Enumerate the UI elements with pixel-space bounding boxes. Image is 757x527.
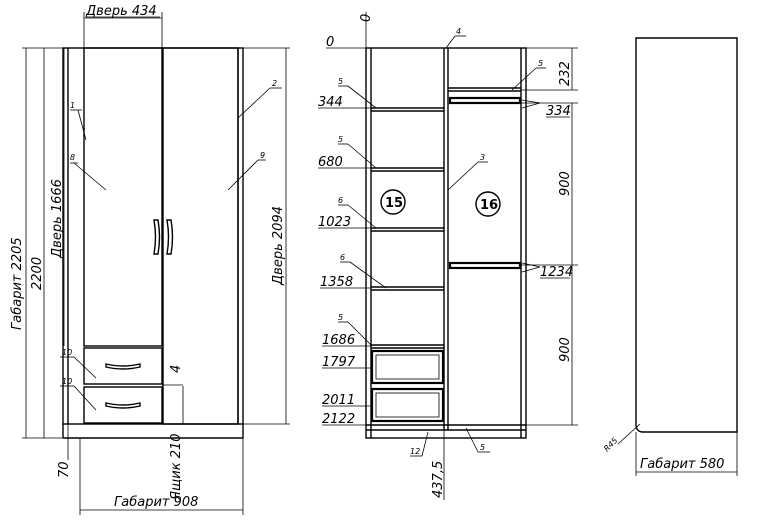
right-door [162,47,239,425]
level-1686: 1686 [322,333,355,348]
callout-10b: 10 [62,377,72,386]
callout-5b: 5 [538,59,543,68]
zero-left-label: 0 [326,35,334,50]
section-15-circle [380,189,406,215]
section-16-label: 16 [480,198,498,213]
callout-9: 9 [260,151,265,160]
drawer-lower [83,386,163,424]
overall-height-label: Габарит 2205 [10,237,25,330]
level-2011: 2011 [322,393,355,408]
plinth-label: 70 [57,461,72,478]
front-view: Дверь 434 Габарит 2205 2200 Дверь 1666 Д… [10,4,290,515]
level-680: 680 [318,155,343,170]
level-900-lower: 900 [558,337,573,362]
callout-1: 1 [70,101,75,110]
level-1234: 1234 [540,265,573,280]
drawer-lower-handle [105,402,141,409]
callout-5d: 5 [338,313,343,322]
door-width-label: Дверь 434 [85,4,157,19]
callout-3: 3 [480,153,485,162]
left-door [83,47,163,347]
rail-1234 [448,261,522,270]
callout-12: 12 [410,447,420,456]
section-16-circle [475,191,501,217]
height-2200-label: 2200 [30,257,45,290]
callout-4: 4 [456,27,461,36]
level-232: 232 [558,61,573,86]
depth-width-label: Габарит 580 [640,457,724,472]
depth-outline [635,37,738,433]
callout-8: 8 [70,153,75,162]
level-1797: 1797 [322,355,356,370]
left-levels: 344 680 1023 1358 1686 1797 2011 2122 [318,95,371,427]
callout-6a: 6 [338,196,343,205]
callout-6b: 6 [340,253,345,262]
left-door-handle [153,219,161,255]
door-height-right-label: Дверь 2094 [271,206,286,286]
callout-10a: 10 [62,348,72,357]
right-levels: 232 334 900 1234 900 [521,47,578,426]
interior-view: 15 16 0 0 344 680 1023 1358 1686 1797 20… [318,12,578,500]
level-1358: 1358 [320,275,353,290]
level-2122: 2122 [322,412,355,427]
front-carcass [62,47,244,425]
right-door-handle [166,219,174,255]
section-15-label: 15 [385,196,403,211]
interior-drawer-upper [370,349,445,385]
bottom-dim-label: 437,5 [431,461,446,498]
depth-view: Габарит 580 R45 [602,37,738,476]
drawer-upper-handle [105,363,141,370]
interior-drawer-lower [370,387,445,423]
callout-5c: 5 [338,135,343,144]
callout-5a: 5 [338,77,343,86]
radius-label: R45 [602,436,620,454]
zero-top-label: 0 [359,14,374,22]
level-334: 334 [546,104,571,119]
interior-carcass [365,47,527,439]
callout-5e: 5 [480,443,485,452]
drawer-label: Ящик 210 [169,433,184,501]
overall-width-label: Габарит 908 [114,495,198,510]
callout-2: 2 [272,79,277,88]
level-1023: 1023 [318,215,351,230]
gap-4-label: 4 [169,365,184,373]
level-344: 344 [318,95,343,110]
rail-334 [448,96,522,105]
level-900-upper: 900 [558,171,573,196]
door-height-label: Дверь 1666 [50,179,65,259]
